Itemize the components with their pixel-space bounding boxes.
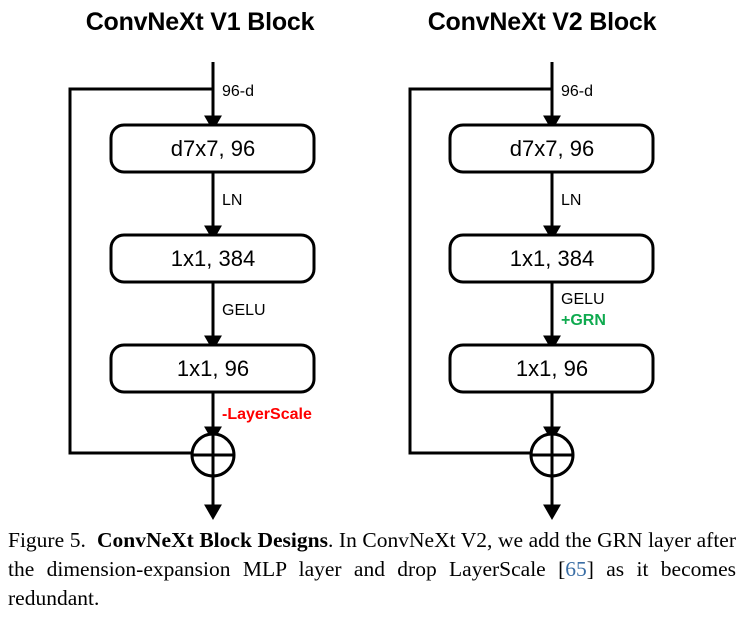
edge-label-gelu-v1: GELU <box>222 302 266 319</box>
caption-body-part2: as it becomes redundant. <box>8 557 736 610</box>
edge-label-layerscale-removed-v1: -LayerScale <box>222 406 312 423</box>
block-diagram-svg: 96-d d7x7, 96 LN 1x1, 384 GELU 1x1, 96 <box>68 62 655 520</box>
box-mlp-expand-label-v2: 1x1, 384 <box>510 246 594 271</box>
caption-bold-title: ConvNeXt Block Designs <box>97 528 328 552</box>
edge-label-ln-v2: LN <box>561 192 581 209</box>
input-dim-label-v2: 96-d <box>561 83 593 100</box>
box-depthwise-conv-label-v2: d7x7, 96 <box>510 136 594 161</box>
panel-v2: 96-d d7x7, 96 LN 1x1, 384 GELU +GRN 1x <box>408 62 655 520</box>
caption-citation-link[interactable]: 65 <box>565 557 587 581</box>
figure-caption: Figure 5. ConvNeXt Block Designs. In Con… <box>8 526 736 613</box>
skip-connection-path-v1 <box>68 87 213 462</box>
edge-label-grn-added-v2: +GRN <box>561 312 606 329</box>
caption-citation-open: [ <box>558 557 566 581</box>
skip-connection-path-v2 <box>408 87 552 462</box>
box-mlp-expand-label-v1: 1x1, 384 <box>171 246 255 271</box>
box-mlp-project-label-v1: 1x1, 96 <box>177 356 249 381</box>
panel-title-v1: ConvNeXt V1 Block <box>85 8 315 36</box>
box-depthwise-conv-label-v1: d7x7, 96 <box>171 136 255 161</box>
edge-label-ln-v1: LN <box>222 192 242 209</box>
caption-citation-close: ] <box>586 557 594 581</box>
caption-prefix: Figure 5. <box>8 528 86 552</box>
box-mlp-project-label-v2: 1x1, 96 <box>516 356 588 381</box>
diagram-area: ConvNeXt V1 Block ConvNeXt V2 Block 96-d… <box>68 8 657 520</box>
panel-v1: 96-d d7x7, 96 LN 1x1, 384 GELU 1x1, 96 <box>68 62 316 520</box>
caption-body-part1: . In ConvNeXt V2, we add the GRN layer a… <box>8 528 737 581</box>
input-dim-label-v1: 96-d <box>222 83 254 100</box>
panel-title-v2: ConvNeXt V2 Block <box>427 8 657 36</box>
edge-label-gelu-v2: GELU <box>561 291 605 308</box>
